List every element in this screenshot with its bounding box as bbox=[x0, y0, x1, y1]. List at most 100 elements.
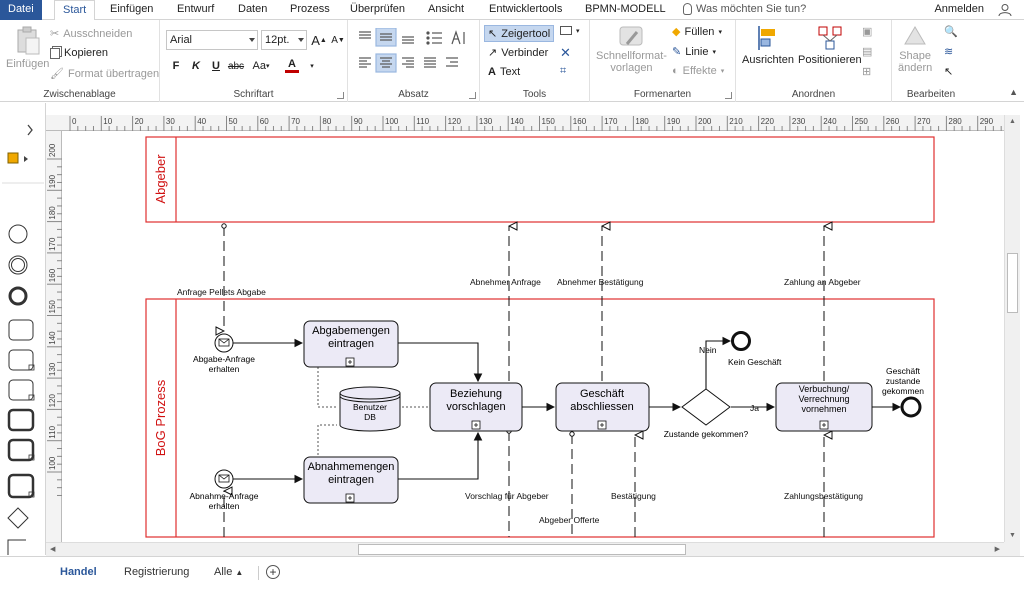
page-tab-registrierung[interactable]: Registrierung bbox=[124, 566, 190, 578]
align-bottom-icon[interactable] bbox=[402, 36, 414, 44]
horizontal-scrollbar[interactable]: ◀ ▶ bbox=[46, 542, 1004, 556]
fill-button[interactable]: ◆Füllen▾ bbox=[672, 25, 722, 39]
tell-me-search[interactable]: Was möchten Sie tun? bbox=[683, 0, 806, 20]
flow-abnahmemengen-to-beziehung[interactable] bbox=[398, 431, 483, 480]
scroll-right-icon[interactable]: ▶ bbox=[994, 546, 1000, 553]
task-shape[interactable] bbox=[8, 319, 34, 341]
end-event-geschaeft[interactable] bbox=[900, 396, 922, 418]
line-button[interactable]: ✎Linie▾ bbox=[672, 45, 716, 59]
gateway-shape[interactable] bbox=[7, 507, 29, 529]
intermediate-event-shape[interactable] bbox=[8, 255, 28, 275]
bold-button[interactable]: F bbox=[172, 60, 180, 72]
tab-review[interactable]: Überprüfen bbox=[350, 3, 406, 15]
lane-abgeber[interactable]: Abgeber bbox=[145, 136, 935, 223]
task-abnahmemengen[interactable]: Abnahmemengen eintragen bbox=[303, 456, 399, 504]
vertical-scroll-thumb[interactable] bbox=[1007, 253, 1018, 313]
close-icon[interactable]: ✕ bbox=[560, 45, 571, 60]
effects-button[interactable]: ◐Effekte▾ bbox=[672, 65, 725, 77]
vertical-scrollbar[interactable]: ▲ ▼ bbox=[1004, 115, 1020, 542]
indent-icon[interactable] bbox=[446, 57, 458, 67]
task-verbuchung[interactable]: Verbuchung/ Verrechnung vornehmen bbox=[775, 382, 873, 432]
start-event-abgabe[interactable] bbox=[214, 333, 234, 353]
tab-view[interactable]: Ansicht bbox=[428, 3, 465, 15]
text-direction-icon[interactable] bbox=[451, 30, 465, 45]
sequence-flow-shape[interactable] bbox=[7, 539, 26, 558]
align-top-icon[interactable] bbox=[359, 31, 371, 39]
task-geschaeft-abschliessen[interactable]: Geschäft abschliessen bbox=[555, 382, 650, 432]
gateway-zustande[interactable] bbox=[681, 388, 731, 426]
tab-design[interactable]: Entwurf bbox=[177, 3, 215, 15]
font-dialog-launcher[interactable] bbox=[337, 92, 344, 99]
drawing-canvas[interactable]: Abgeber BoG Prozess Anfrage bbox=[62, 131, 1004, 542]
datastore-benutzer-db[interactable]: Benutzer DB bbox=[339, 386, 401, 432]
group-icon[interactable]: ⊞ bbox=[862, 66, 872, 78]
subprocess-shape[interactable] bbox=[8, 349, 35, 371]
font-color-button[interactable]: A bbox=[282, 56, 302, 76]
align-middle-icon[interactable] bbox=[380, 33, 392, 41]
flow-gateway-nein[interactable] bbox=[705, 336, 732, 389]
shrink-font-button[interactable]: A▼ bbox=[331, 34, 345, 46]
strikethrough-button[interactable]: abc bbox=[227, 60, 245, 72]
grow-font-button[interactable]: A▲ bbox=[311, 32, 327, 48]
align-center-icon[interactable] bbox=[380, 57, 392, 68]
select-icon[interactable]: ↖ bbox=[944, 66, 954, 78]
stencil-menu-icon[interactable] bbox=[7, 152, 28, 164]
task-beziehung-vorschlagen[interactable]: Beziehung vorschlagen bbox=[429, 382, 523, 432]
layers-icon[interactable]: ≋ bbox=[944, 46, 954, 58]
transaction-shape[interactable] bbox=[7, 473, 35, 499]
paste-button[interactable]: Einfügen bbox=[6, 26, 49, 70]
italic-button[interactable]: K bbox=[192, 60, 200, 72]
horizontal-scroll-thumb[interactable] bbox=[358, 544, 686, 555]
font-family-select[interactable]: Arial bbox=[166, 30, 258, 50]
position-button[interactable]: Positionieren bbox=[798, 24, 862, 66]
scroll-down-icon[interactable]: ▼ bbox=[1009, 532, 1016, 539]
bring-front-icon[interactable]: ▣ bbox=[862, 26, 873, 38]
bullets-icon[interactable] bbox=[426, 31, 442, 45]
font-color-dropdown[interactable]: ▾ bbox=[310, 63, 314, 70]
collapse-ribbon-icon[interactable]: ▲ bbox=[1009, 87, 1018, 97]
rectangle-tool-button[interactable]: ▾ bbox=[560, 26, 580, 35]
cut-button[interactable]: ✂Ausschneiden bbox=[50, 27, 132, 41]
tab-developer[interactable]: Entwicklertools bbox=[489, 3, 563, 15]
tab-file[interactable]: Datei bbox=[0, 0, 42, 20]
connector-button[interactable]: ↗Verbinder bbox=[488, 46, 548, 60]
tab-process[interactable]: Prozess bbox=[290, 3, 330, 15]
all-pages-menu[interactable]: Alle ▲ bbox=[214, 566, 243, 578]
quick-styles-button[interactable]: Schnellformat- vorlagen bbox=[596, 24, 667, 74]
scroll-up-icon[interactable]: ▲ bbox=[1009, 118, 1016, 125]
find-icon[interactable]: 🔍 bbox=[944, 26, 958, 38]
collapsed-subprocess-shape[interactable] bbox=[8, 379, 35, 401]
align-button[interactable]: Ausrichten bbox=[742, 24, 794, 66]
task-abgabemengen[interactable]: Abgabemengen eintragen bbox=[303, 320, 399, 368]
user-icon[interactable] bbox=[998, 3, 1012, 17]
page-tab-handel[interactable]: Handel bbox=[60, 566, 97, 578]
expand-shapes-icon[interactable] bbox=[27, 124, 33, 136]
call-activity-shape[interactable] bbox=[7, 408, 35, 432]
font-size-select[interactable]: 12pt. bbox=[261, 30, 307, 50]
tab-data[interactable]: Daten bbox=[238, 3, 268, 15]
end-event-shape[interactable] bbox=[8, 286, 28, 306]
send-back-icon[interactable]: ▤ bbox=[862, 46, 873, 58]
align-left-icon[interactable] bbox=[359, 57, 371, 68]
justify-icon[interactable] bbox=[424, 57, 436, 68]
tab-bpmn[interactable]: BPMN-MODELL bbox=[585, 3, 666, 15]
flow-abgabemengen-to-beziehung[interactable] bbox=[398, 342, 483, 383]
add-page-icon[interactable]: + bbox=[266, 565, 280, 579]
change-shape-button[interactable]: Shape ändern bbox=[898, 24, 932, 74]
format-painter-button[interactable]: 🖌Format übertragen bbox=[50, 67, 159, 81]
tab-start[interactable]: Start bbox=[54, 0, 96, 21]
tab-insert[interactable]: Einfügen bbox=[110, 3, 154, 15]
sign-in-link[interactable]: Anmelden bbox=[934, 3, 984, 15]
underline-button[interactable]: U bbox=[212, 60, 220, 72]
paragraph-dialog-launcher[interactable] bbox=[469, 92, 476, 99]
start-event-shape[interactable] bbox=[8, 224, 28, 244]
end-event-kein-geschaeft[interactable] bbox=[731, 331, 751, 351]
crop-icon[interactable]: ⌗ bbox=[560, 65, 567, 77]
lane-bog-prozess[interactable]: BoG Prozess bbox=[145, 298, 935, 538]
start-event-abnahme[interactable] bbox=[214, 469, 234, 489]
scroll-left-icon[interactable]: ◀ bbox=[50, 546, 56, 553]
shape-styles-dialog-launcher[interactable] bbox=[725, 92, 732, 99]
copy-button[interactable]: Kopieren bbox=[50, 47, 108, 59]
align-right-icon[interactable] bbox=[402, 57, 414, 68]
